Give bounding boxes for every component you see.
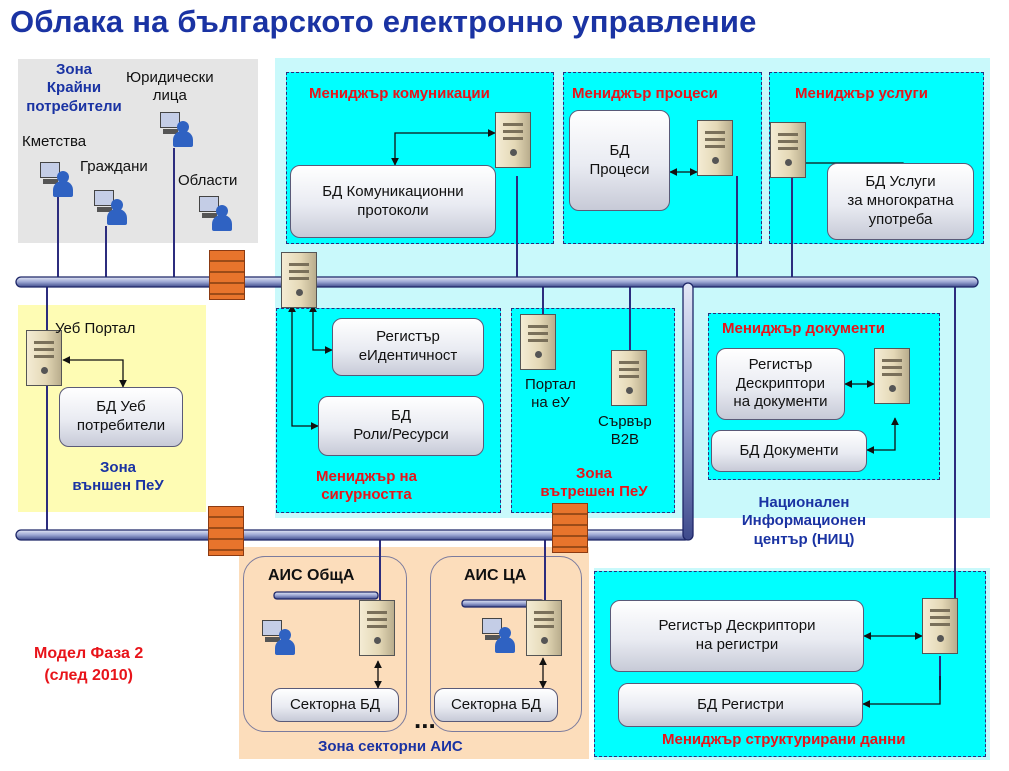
citizen-user-icon <box>94 190 128 226</box>
processes-manager-label: Мениджър процеси <box>572 85 718 102</box>
ellipsis-label: ... <box>414 704 436 734</box>
ais-general-user-icon <box>262 620 296 656</box>
ais-ca-user-icon <box>482 618 516 654</box>
communications-manager-label: Мениджър комуникации <box>309 85 490 102</box>
firewall-icon <box>552 503 588 553</box>
b2b-server-icon <box>611 350 647 406</box>
municipality-user-icon <box>40 162 74 198</box>
documents-manager-label: Мениджър документи <box>722 320 885 337</box>
web-portal-server-icon <box>26 330 62 386</box>
db-documents: БД Документи <box>711 430 867 472</box>
web-portal-label: Уеб Портал <box>55 320 136 337</box>
ais-ca-server-icon <box>526 600 562 656</box>
documents-server-icon <box>874 348 910 404</box>
ais-general-label: АИС ОбщА <box>268 567 355 584</box>
regions-label: Области <box>178 172 238 189</box>
citizens-label: Граждани <box>80 158 148 175</box>
db-sectoral-2: Секторна БД <box>434 688 558 722</box>
db-sectoral-1: Секторна БД <box>271 688 399 722</box>
diagram-title: Облака на българското електронно управле… <box>10 4 757 39</box>
communications-server-icon <box>495 112 531 168</box>
model-phase-label: Модел Фаза 2(след 2010) <box>34 645 144 684</box>
db-registries: БД Регистри <box>618 683 863 727</box>
services-server-icon <box>770 122 806 178</box>
municipalities-label: Кметства <box>22 133 87 150</box>
ais-ca-label: АИС ЦА <box>464 567 527 584</box>
security-server-icon <box>281 252 317 308</box>
firewall-icon <box>209 250 245 300</box>
structured-data-server-icon <box>922 598 958 654</box>
processes-server-icon <box>697 120 733 176</box>
sectoral-ais-zone-label: Зона секторни АИС <box>318 738 463 755</box>
structured-data-manager-label: Мениджър структурирани данни <box>662 731 906 748</box>
region-user-icon <box>199 196 233 232</box>
firewall-icon <box>208 506 244 556</box>
services-manager-label: Мениджър услуги <box>795 85 928 102</box>
ais-general-server-icon <box>359 600 395 656</box>
legal-entity-user-icon <box>160 112 194 148</box>
portal-eu-server-icon <box>520 314 556 370</box>
